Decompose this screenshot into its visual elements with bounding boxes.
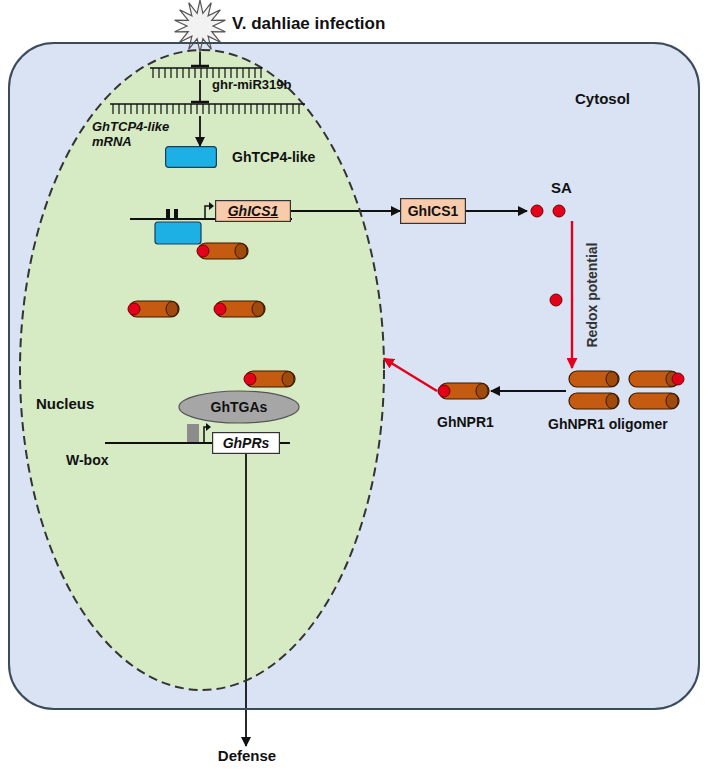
- arrow-connector: [384, 358, 437, 391]
- nucleus-fill: [20, 50, 384, 690]
- cytosol-fill: [8, 42, 700, 710]
- node-label: GhTCP4-like: [232, 149, 315, 165]
- outcome-text: Defense: [211, 746, 284, 766]
- node-label: GhICS1: [228, 203, 279, 219]
- gene-box: GhICS1: [215, 200, 291, 222]
- sa-dot: [197, 245, 209, 257]
- bound-tcp4: [155, 222, 201, 244]
- sa-dot: [438, 385, 450, 397]
- sa-dot: [672, 373, 684, 385]
- node-shape: [172, 0, 228, 52]
- w-box-stem: [187, 424, 199, 443]
- npr1-monomer: [198, 243, 248, 259]
- node-label: V. dahliae infection: [232, 14, 385, 34]
- sa-molecules: SA: [527, 201, 577, 221]
- mirna-strand: ghr-miR319b: [150, 66, 262, 80]
- node-label: Nucleus: [36, 395, 94, 412]
- node-shape: [566, 368, 692, 412]
- protein-box: GhTCP4-like: [165, 146, 217, 168]
- npr1-pill: [569, 393, 619, 409]
- npr1-monomer: [245, 371, 295, 387]
- sa-dot: [550, 294, 562, 306]
- node-label: GhPRs: [223, 435, 270, 451]
- arrow-connector: [291, 210, 400, 212]
- sa-dot: [214, 303, 226, 315]
- arrow-connector: [571, 221, 573, 368]
- arrow-connector: [199, 116, 201, 146]
- promoter-arrowhead: [206, 423, 211, 431]
- node-label: GhTGAs: [211, 399, 268, 415]
- node-label: GhNPR1 oligomer: [548, 416, 668, 432]
- element-label: W-box: [66, 452, 109, 468]
- binding-site: [174, 209, 178, 219]
- mrna-strand: GhTCP4-like mRNA: [110, 102, 305, 116]
- npr1-pill: [569, 371, 619, 387]
- monomer-pill: GhNPR1: [437, 380, 491, 402]
- npr1-monomer: [129, 301, 179, 317]
- inhibition-line: [199, 80, 201, 102]
- nucleus-outline: ghr-miR319bGhTCP4-like mRNAGhTCP4-likeGh…: [20, 50, 384, 690]
- gene-box: GhPRs: [212, 432, 280, 454]
- promoter-arrowhead: [209, 202, 214, 210]
- npr1-monomer: [215, 301, 265, 317]
- node-label: Cytosol: [575, 90, 630, 107]
- npr1-pill: [439, 383, 489, 399]
- sa-dot: [128, 303, 140, 315]
- protein-box: GhICS1: [400, 198, 466, 224]
- node-shape: [165, 146, 217, 168]
- node-label: ghr-miR319b: [212, 78, 291, 93]
- arrow-connector: [491, 390, 566, 392]
- sa-dot: [244, 373, 256, 385]
- arrow-connector: [466, 210, 527, 212]
- node-label: Defense: [218, 747, 276, 764]
- node-label: GhNPR1: [437, 414, 494, 430]
- edge-label: Redox potential: [584, 242, 600, 347]
- npr1-pill: [629, 393, 679, 409]
- node-shape: [110, 102, 305, 116]
- inhibition-line: [199, 52, 201, 66]
- arrow-connector: [245, 454, 247, 746]
- node-label: SA: [551, 179, 572, 196]
- infection-burst: V. dahliae infection: [172, 0, 228, 52]
- oligomer-group: GhNPR1 oligomer: [566, 368, 692, 412]
- node-shape: [437, 380, 491, 402]
- node-shape: [527, 201, 577, 221]
- binding-site: [166, 209, 170, 219]
- cell-outline: ghr-miR319bGhTCP4-like mRNAGhTCP4-likeGh…: [8, 42, 700, 710]
- node-label: GhTCP4-like mRNA: [92, 120, 184, 150]
- tga-ellipse: GhTGAs: [178, 390, 300, 424]
- node-label: GhICS1: [408, 203, 459, 219]
